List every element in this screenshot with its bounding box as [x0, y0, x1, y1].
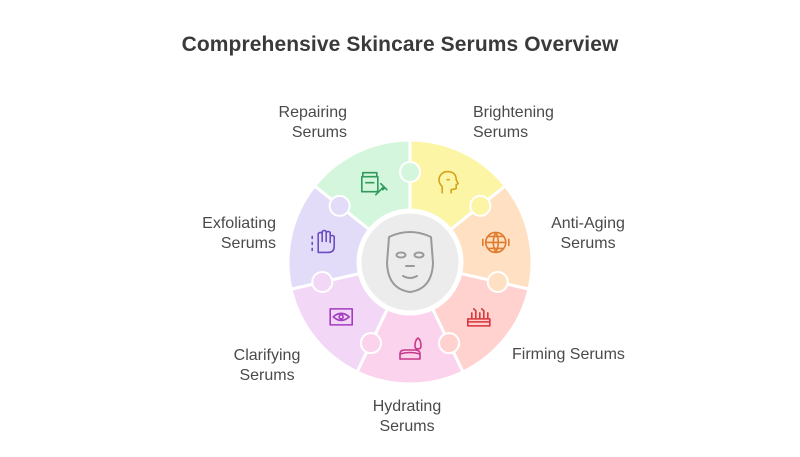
cream-drop-icon: [399, 337, 422, 360]
face-mask-icon: [386, 231, 434, 293]
puzzle-tab-clarifying: [311, 271, 334, 294]
puzzle-tab-firming: [438, 332, 461, 355]
puzzle-tab-anti_aging: [486, 271, 509, 294]
puzzle-tab-hydrating: [359, 332, 382, 355]
segment-anti_aging: [448, 183, 534, 291]
diagram-title: Comprehensive Skincare Serums Overview: [181, 33, 619, 56]
segment-exfoliating: [286, 183, 372, 291]
globe-head-icon: [481, 231, 510, 254]
center-circle: [358, 210, 462, 314]
label-firming: Firming Serums: [512, 346, 625, 363]
eye-frame-icon: [329, 308, 353, 326]
puzzle-tab-repairing: [399, 161, 421, 183]
puzzle-tab-brightening: [469, 194, 492, 217]
skin-layers-icon: [467, 308, 491, 327]
hand-scrub-icon: [311, 229, 336, 254]
puzzle-tab-exfoliating: [328, 194, 351, 217]
segment-hydrating: [355, 306, 465, 386]
jar-dropper-icon: [361, 171, 388, 196]
face-profile-icon: [438, 170, 459, 194]
